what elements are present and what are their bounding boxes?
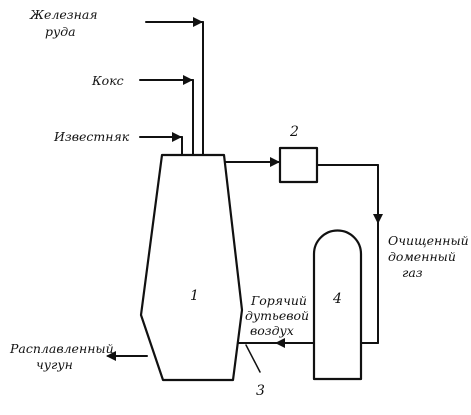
coke-arrow — [183, 75, 193, 85]
hot-blast-stove — [312, 229, 363, 381]
pig-iron-label-2: чугун — [36, 357, 73, 372]
cleaned-gas-label-1: Очищенный — [388, 233, 469, 248]
pig-iron-label-1: Расплавленный — [9, 341, 114, 356]
blast-furnace — [139, 153, 244, 382]
hot-blast-arrow — [275, 338, 285, 348]
hot-blast-flow — [236, 338, 315, 348]
hot-blast-label-3: воздух — [250, 323, 294, 338]
hot-blast-label-2: дутьевой — [245, 308, 309, 323]
cleaned-gas-arrow — [373, 214, 383, 224]
hot-blast-label-1: Горячий — [250, 293, 307, 308]
limestone-label: Известняк — [53, 129, 130, 144]
cleaned-gas-label-3: газ — [402, 265, 423, 280]
gas-cleaner-box — [278, 146, 319, 184]
coke-label: Кокс — [91, 73, 124, 88]
iron-ore-label-2: руда — [45, 24, 76, 39]
stove-number: 4 — [332, 291, 342, 307]
iron-ore-label-1: Железная — [29, 7, 98, 22]
cleaned-gas-label-2: доменный — [388, 249, 456, 264]
cleaned-gas-flow — [316, 164, 383, 344]
feed-lines — [139, 17, 204, 156]
iron-ore-arrow — [193, 17, 203, 27]
limestone-arrow — [172, 132, 182, 142]
pig-iron-arrow — [106, 351, 116, 361]
top-gas-arrow — [270, 157, 280, 167]
pig-iron-flow — [106, 351, 148, 361]
tuyere-number: 3 — [256, 383, 265, 399]
furnace-number: 1 — [190, 288, 199, 304]
top-gas-flow — [223, 157, 280, 167]
tuyere-pointer — [245, 344, 261, 373]
gas-cleaner-number: 2 — [289, 124, 299, 140]
